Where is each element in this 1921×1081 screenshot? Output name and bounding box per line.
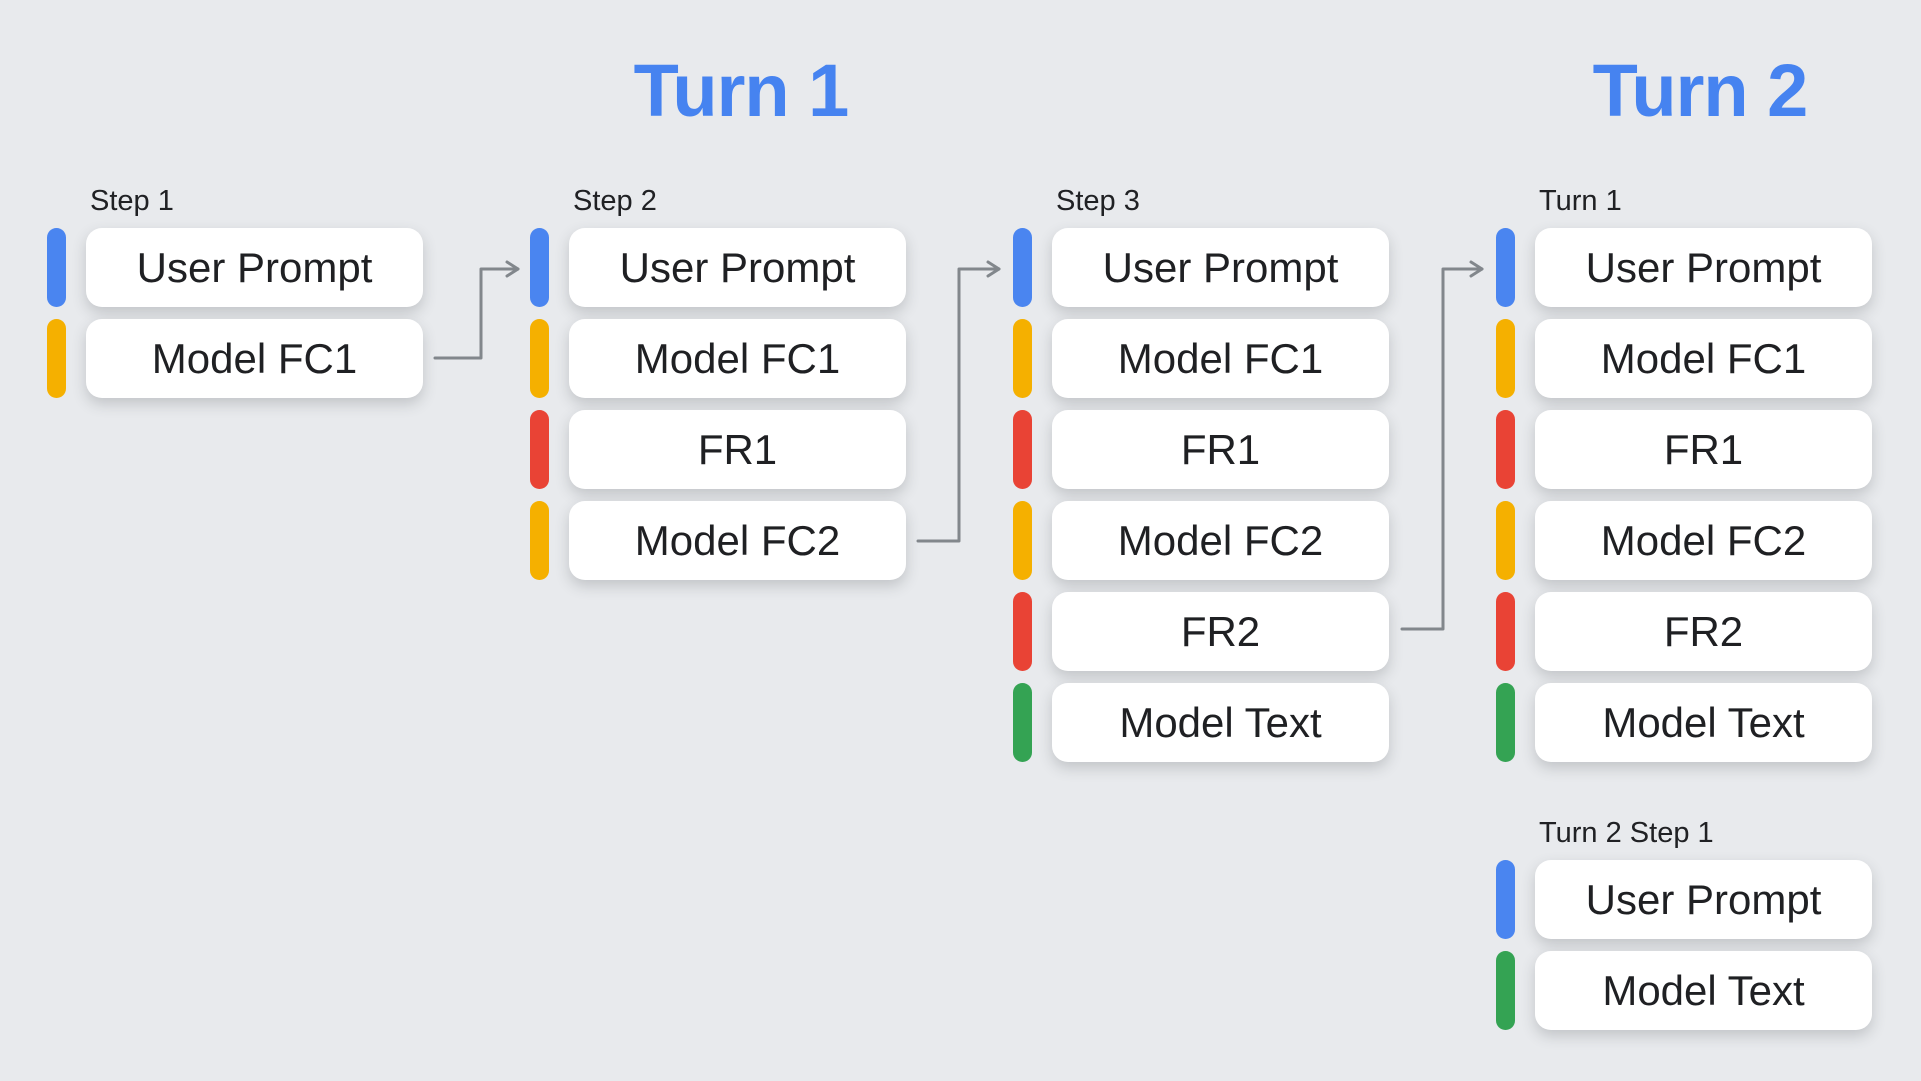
card-row: User Prompt — [1496, 228, 1896, 307]
card-row: Model FC2 — [530, 501, 930, 580]
model-fc2-bar — [1013, 501, 1032, 580]
card-row: User Prompt — [1013, 228, 1413, 307]
card-fr2: FR2 — [1535, 592, 1872, 671]
card-row: Model Text — [1496, 951, 1896, 1030]
card-user-prompt: User Prompt — [1535, 860, 1872, 939]
column-label: Step 2 — [573, 185, 657, 217]
turn-2-header: Turn 2 — [1592, 49, 1809, 132]
card-model-fc2: Model FC2 — [1535, 501, 1872, 580]
model-fc1-bar — [1496, 319, 1515, 398]
card-model-fc2: Model FC2 — [569, 501, 906, 580]
card-user-prompt: User Prompt — [86, 228, 423, 307]
card-row: User Prompt — [1496, 860, 1896, 939]
card-model-fc1: Model FC1 — [1535, 319, 1872, 398]
model-fc2-bar — [1496, 501, 1515, 580]
card-model-fc2: Model FC2 — [1052, 501, 1389, 580]
card-fr1: FR1 — [1052, 410, 1389, 489]
card-model-fc1: Model FC1 — [569, 319, 906, 398]
arrow-step1-to-step2 — [433, 260, 520, 360]
card-row: User Prompt — [530, 228, 930, 307]
card-user-prompt: User Prompt — [1535, 228, 1872, 307]
model-text-bar — [1013, 683, 1032, 762]
card-user-prompt: User Prompt — [1052, 228, 1389, 307]
card-row: Model Text — [1013, 683, 1413, 762]
card-row: Model FC1 — [1496, 319, 1896, 398]
fr2-bar — [1496, 592, 1515, 671]
column-label: Turn 1 — [1539, 185, 1622, 217]
card-row: Model FC1 — [530, 319, 930, 398]
column-label: Step 3 — [1056, 185, 1140, 217]
user-prompt-bar — [47, 228, 66, 307]
card-row: FR2 — [1013, 592, 1413, 671]
card-row: Model FC2 — [1496, 501, 1896, 580]
card-fr1: FR1 — [569, 410, 906, 489]
card-row: FR1 — [530, 410, 930, 489]
card-row: FR1 — [1496, 410, 1896, 489]
fr1-bar — [1013, 410, 1032, 489]
card-model-text: Model Text — [1535, 951, 1872, 1030]
model-fc2-bar — [530, 501, 549, 580]
fr1-bar — [530, 410, 549, 489]
user-prompt-bar — [1013, 228, 1032, 307]
card-row: Model FC2 — [1013, 501, 1413, 580]
model-fc1-bar — [47, 319, 66, 398]
card-model-fc1: Model FC1 — [86, 319, 423, 398]
card-row: Model FC1 — [1013, 319, 1413, 398]
fr1-bar — [1496, 410, 1515, 489]
fr2-bar — [1013, 592, 1032, 671]
card-model-text: Model Text — [1052, 683, 1389, 762]
model-text-bar — [1496, 951, 1515, 1030]
arrow-step2-to-step3 — [916, 260, 1001, 543]
card-row: User Prompt — [47, 228, 447, 307]
card-row: FR1 — [1013, 410, 1413, 489]
card-row: FR2 — [1496, 592, 1896, 671]
card-fr1: FR1 — [1535, 410, 1872, 489]
column-label: Step 1 — [90, 185, 174, 217]
user-prompt-bar — [1496, 228, 1515, 307]
card-user-prompt: User Prompt — [569, 228, 906, 307]
card-model-fc1: Model FC1 — [1052, 319, 1389, 398]
user-prompt-bar — [530, 228, 549, 307]
card-row: Model Text — [1496, 683, 1896, 762]
model-text-bar — [1496, 683, 1515, 762]
column-label: Turn 2 Step 1 — [1539, 817, 1714, 849]
card-row: Model FC1 — [47, 319, 447, 398]
model-fc1-bar — [1013, 319, 1032, 398]
card-model-text: Model Text — [1535, 683, 1872, 762]
user-prompt-bar — [1496, 860, 1515, 939]
card-fr2: FR2 — [1052, 592, 1389, 671]
model-fc1-bar — [530, 319, 549, 398]
turn-1-header: Turn 1 — [633, 49, 850, 132]
arrow-step3-to-turn2 — [1400, 260, 1484, 631]
